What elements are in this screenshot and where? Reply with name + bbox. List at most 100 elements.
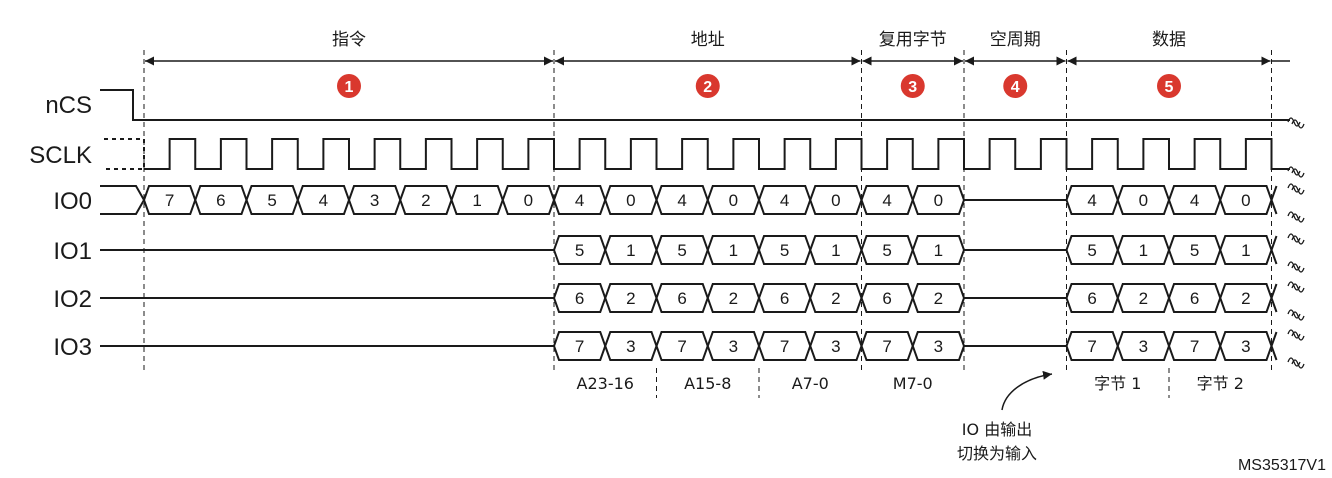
bus-bit-cell bbox=[1167, 331, 1222, 361]
bus-tail-edge bbox=[1270, 331, 1278, 361]
bus-bit-cell bbox=[860, 331, 914, 361]
bus-bit-value: 2 bbox=[1139, 289, 1148, 308]
break-symbol bbox=[1287, 233, 1305, 245]
bus-bit-value: 5 bbox=[677, 241, 686, 260]
signal-label-io0: IO0 bbox=[53, 188, 92, 215]
bus-bit-cell bbox=[757, 185, 812, 215]
bus-bit-value: 3 bbox=[370, 191, 379, 210]
bus-bit-value: 3 bbox=[934, 337, 943, 356]
bus-bit-value: 2 bbox=[729, 289, 738, 308]
annotation-line-1: IO 由输出 bbox=[962, 420, 1032, 439]
bus-bit-cell bbox=[757, 331, 812, 361]
bus-bit-cell bbox=[604, 331, 658, 361]
bus-bit-cell bbox=[1065, 331, 1119, 361]
bus-bit-value: 6 bbox=[780, 289, 789, 308]
break-symbol bbox=[1287, 281, 1305, 293]
bus-bit-cell bbox=[1167, 185, 1222, 215]
phase-label: 指令 bbox=[332, 30, 366, 50]
bus-bit-cell bbox=[296, 185, 351, 215]
bus-bit-value: 0 bbox=[934, 191, 943, 210]
phase-guide-lines bbox=[143, 50, 1272, 398]
bus-bit-value: 3 bbox=[1241, 337, 1250, 356]
signal-label-io3: IO3 bbox=[53, 334, 92, 361]
phase-label: 地址 bbox=[691, 30, 725, 50]
bus-bit-value: 5 bbox=[1190, 241, 1199, 260]
bus-bit-cell bbox=[1167, 235, 1222, 265]
bus-bit-cell bbox=[245, 185, 299, 215]
bus-bit-value: 2 bbox=[1241, 289, 1250, 308]
bus-bit-value: 4 bbox=[575, 191, 584, 210]
bus-bit-cell bbox=[604, 235, 658, 265]
bus-bit-value: 0 bbox=[831, 191, 840, 210]
sclk-idle-dashed bbox=[104, 138, 145, 170]
bus-bit-value: 6 bbox=[575, 289, 584, 308]
bus-bit-cell bbox=[860, 185, 914, 215]
bus-bit-cell bbox=[194, 185, 248, 215]
phase-number: 2 bbox=[703, 79, 712, 96]
bus-bit-value: 4 bbox=[677, 191, 686, 210]
bus-bit-value: 1 bbox=[626, 241, 635, 260]
bus-bit-value: 7 bbox=[1190, 337, 1199, 356]
data-group-label: 字节 1 bbox=[1094, 374, 1141, 393]
phase-number: 4 bbox=[1011, 79, 1020, 96]
bus-bit-value: 7 bbox=[780, 337, 789, 356]
bus-bit-cell bbox=[860, 235, 914, 265]
bus-bit-value: 5 bbox=[780, 241, 789, 260]
bus-bit-value: 3 bbox=[729, 337, 738, 356]
phase-label: 空周期 bbox=[990, 30, 1041, 50]
bus-bit-value: 3 bbox=[626, 337, 635, 356]
bus-bit-cell bbox=[1219, 235, 1273, 265]
address-group-label: A15-8 bbox=[684, 374, 731, 393]
bus-bit-value: 2 bbox=[934, 289, 943, 308]
bus-bit-value: 7 bbox=[677, 337, 686, 356]
bus-bit-value: 3 bbox=[831, 337, 840, 356]
bus-bit-value: 0 bbox=[1139, 191, 1148, 210]
bus-bit-value: 0 bbox=[1241, 191, 1250, 210]
bus-bit-value: 7 bbox=[1087, 337, 1096, 356]
bus-bit-value: 1 bbox=[472, 191, 481, 210]
bus-bit-value: 7 bbox=[575, 337, 584, 356]
signal-label-io1: IO1 bbox=[53, 238, 92, 265]
bus-bit-value: 7 bbox=[882, 337, 891, 356]
bus-bit-cell bbox=[809, 235, 863, 265]
bus-bit-cell bbox=[142, 185, 197, 215]
bus-bit-cell bbox=[809, 185, 863, 215]
io0-idle-bus bbox=[100, 185, 146, 215]
bus-bit-value: 7 bbox=[165, 191, 174, 210]
bus-bit-cell bbox=[1065, 235, 1119, 265]
bus-bit-cell bbox=[399, 185, 453, 215]
bus-bit-value: 0 bbox=[524, 191, 533, 210]
phase-label: 数据 bbox=[1152, 30, 1186, 50]
bus-bit-cell bbox=[552, 283, 607, 313]
bus-bit-cell bbox=[1167, 283, 1222, 313]
bus-tail-edge bbox=[1270, 283, 1278, 313]
bus-bit-value: 5 bbox=[575, 241, 584, 260]
signal-label-ncs: nCS bbox=[45, 92, 92, 119]
bus-bit-cell bbox=[706, 283, 761, 313]
break-symbol bbox=[1287, 309, 1305, 321]
bus-tail-edge bbox=[1270, 235, 1278, 265]
annotation-line-2: 切换为输入 bbox=[957, 444, 1037, 463]
bus-bit-value: 4 bbox=[1087, 191, 1096, 210]
phase-number: 5 bbox=[1165, 79, 1174, 96]
bus-bit-value: 5 bbox=[1087, 241, 1096, 260]
bus-bit-cell bbox=[911, 235, 966, 265]
bus-bit-cell bbox=[655, 235, 709, 265]
phase-number-badge bbox=[337, 74, 361, 98]
bus-bit-cell bbox=[757, 235, 812, 265]
bus-bit-value: 5 bbox=[267, 191, 276, 210]
bus-bit-cell bbox=[706, 235, 761, 265]
phase-number-badge bbox=[695, 74, 720, 98]
address-group-label: A7-0 bbox=[792, 374, 829, 393]
phase-number: 1 bbox=[345, 79, 354, 96]
bus-bit-cell bbox=[552, 235, 607, 265]
bus-bit-value: 5 bbox=[882, 241, 891, 260]
bus-bit-cell bbox=[706, 185, 761, 215]
alternate-group-label: M7-0 bbox=[893, 374, 933, 393]
break-symbol bbox=[1287, 261, 1305, 273]
phase-number-badge bbox=[900, 74, 925, 98]
bus-bit-cell bbox=[1219, 283, 1273, 313]
